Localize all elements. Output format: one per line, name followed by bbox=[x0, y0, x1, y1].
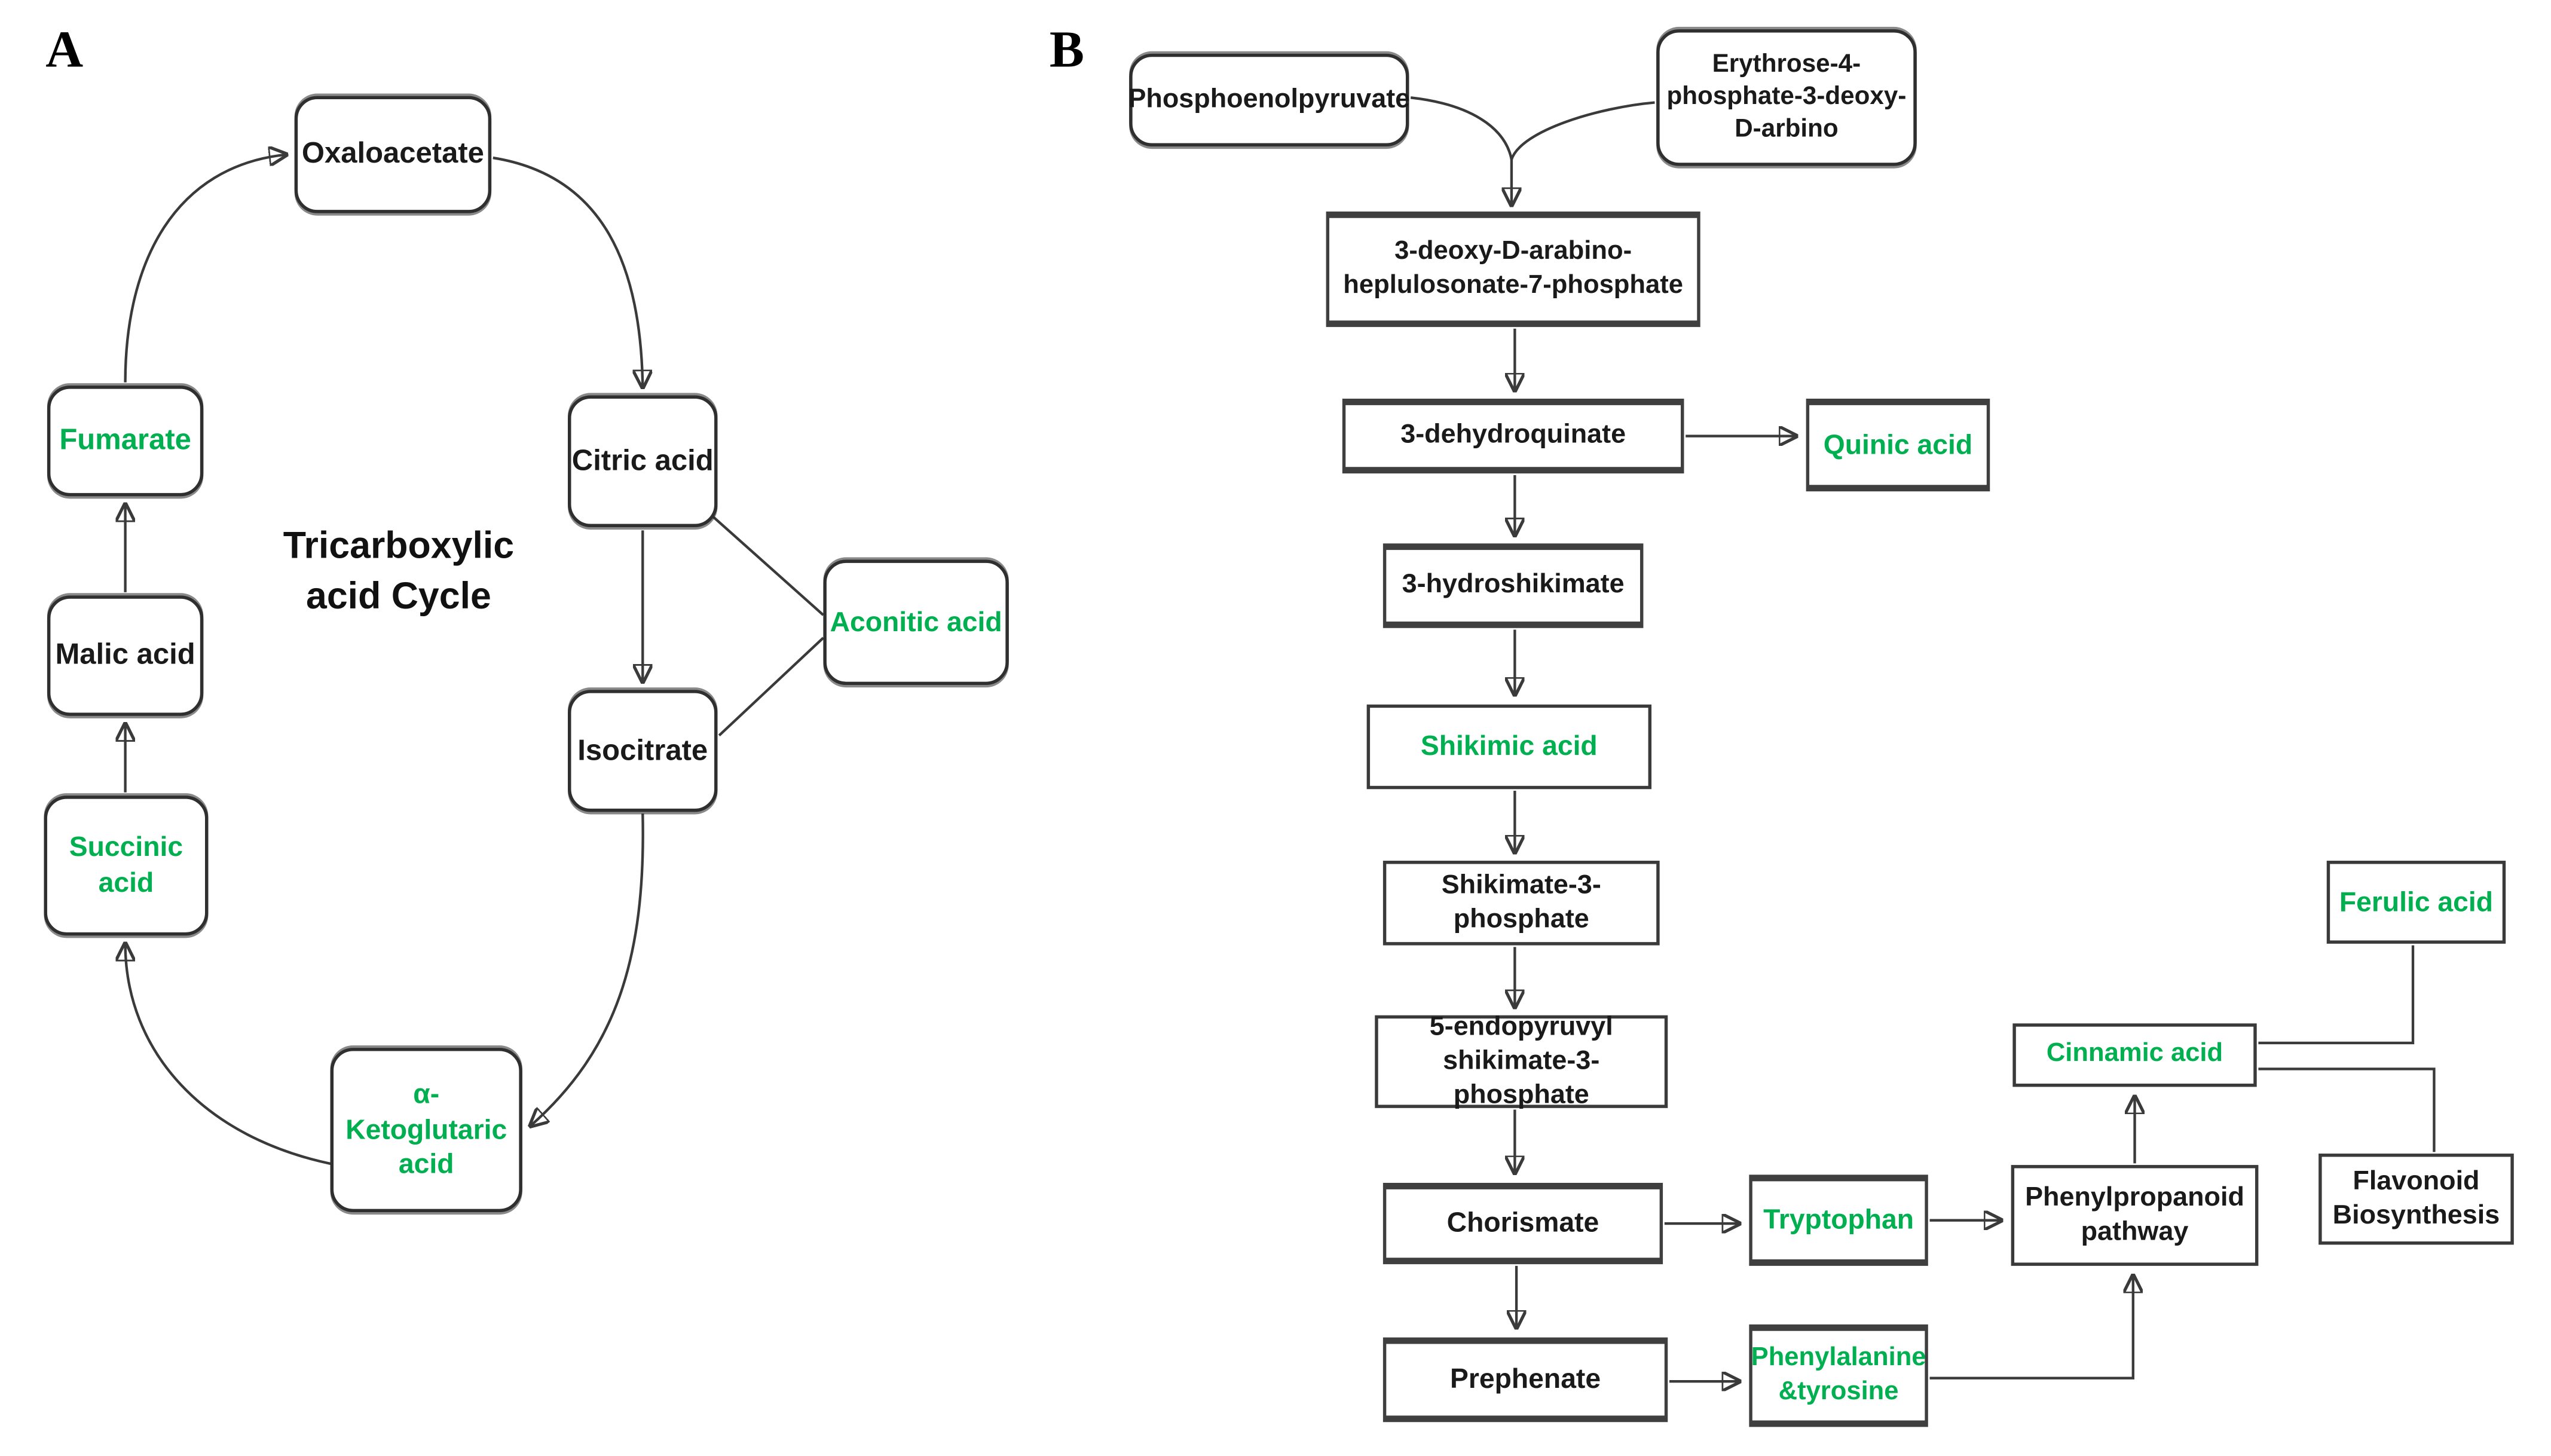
arrow-oxaloacetate-to-citric bbox=[493, 156, 643, 387]
line-citric-to-aconitic bbox=[702, 506, 824, 616]
node-oxaloacetate: Oxaloacetate bbox=[294, 96, 492, 213]
arrow-phenylalanine-to-phenylpropanoid bbox=[1929, 1275, 2133, 1379]
node-erythrose-4-phosphate: Erythrose-4- phosphate-3-deoxy- D-arbino bbox=[1656, 29, 1917, 166]
node-shikimic-acid: Shikimic acid bbox=[1366, 704, 1652, 790]
arrow-isocitrate-to-ketoglutaric bbox=[530, 813, 644, 1126]
node-3-deoxy-d-arabino-heplulosonate-7-phosphate: 3-deoxy-D-arabino- heplulosonate-7-phosp… bbox=[1326, 211, 1700, 328]
node-fumarate: Fumarate bbox=[47, 386, 204, 497]
node-aconitic-acid: Aconitic acid bbox=[823, 559, 1009, 686]
arrow-fumarate-to-oxaloacetate bbox=[124, 155, 286, 383]
node-flavonoid-biosynthesis: Flavonoid Biosynthesis bbox=[2318, 1154, 2514, 1245]
node-isocitrate: Isocitrate bbox=[568, 690, 718, 812]
node-prephenate: Prephenate bbox=[1382, 1337, 1668, 1423]
node-alpha-ketoglutaric-acid: α- Ketoglutaric acid bbox=[330, 1048, 522, 1213]
node-3-dehydroquinate: 3-dehydroquinate bbox=[1342, 398, 1684, 474]
node-quinic-acid: Quinic acid bbox=[1806, 398, 1990, 492]
node-5-endopyruvyl-shikimate-3-phosphate: 5-endopyruvyl shikimate-3-phosphate bbox=[1375, 1012, 1668, 1110]
line-isocitrate-to-aconitic bbox=[718, 637, 824, 737]
line-pep-merge bbox=[1410, 96, 1513, 160]
arrow-ketoglutaric-to-succinic bbox=[126, 944, 337, 1167]
node-succinic-acid: Succinic acid bbox=[44, 796, 209, 936]
line-erythrose-merge bbox=[1510, 101, 1655, 160]
panel-a-label: A bbox=[45, 19, 84, 78]
node-phenylalanine-tyrosine: Phenylalanine &tyrosine bbox=[1749, 1324, 1928, 1427]
node-shikimate-3-phosphate: Shikimate-3-phosphate bbox=[1382, 861, 1660, 946]
line-cinnamic-to-ferulic bbox=[2258, 945, 2415, 1045]
tca-cycle-title: Tricarboxylic acid Cycle bbox=[283, 524, 515, 617]
node-citric-acid: Citric acid bbox=[568, 395, 718, 527]
node-malic-acid: Malic acid bbox=[47, 595, 204, 716]
panel-b-label: B bbox=[1049, 19, 1084, 78]
node-phosphoenolpyruvate: Phosphoenolpyruvate bbox=[1128, 53, 1410, 146]
node-phenylpropanoid-pathway: Phenylpropanoid pathway bbox=[2011, 1165, 2259, 1266]
node-3-hydroshikimate: 3-hydroshikimate bbox=[1382, 543, 1644, 628]
node-cinnamic-acid: Cinnamic acid bbox=[2012, 1023, 2257, 1087]
node-chorismate: Chorismate bbox=[1382, 1183, 1663, 1265]
node-tryptophan: Tryptophan bbox=[1749, 1174, 1928, 1266]
node-ferulic-acid: Ferulic acid bbox=[2326, 861, 2506, 944]
line-cinnamic-to-flavonoid bbox=[2258, 1067, 2436, 1152]
